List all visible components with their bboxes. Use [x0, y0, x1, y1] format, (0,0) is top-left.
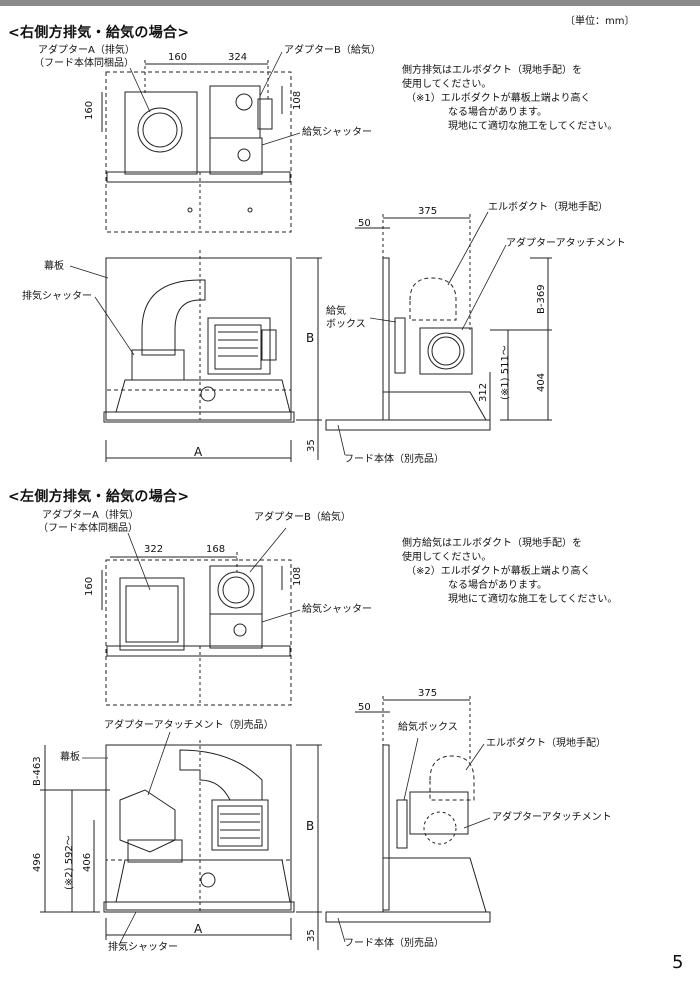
s1-dim-50: 50 [358, 218, 371, 229]
s2-dim-406: 406 [82, 852, 93, 872]
s2-hood-body-label: フード本体（別売品） [344, 938, 444, 949]
s1-adapter-a-sub-label: （フード本体同梱品） [34, 58, 134, 69]
s1-side-view [325, 214, 552, 431]
s2-note-line-2: 使用してください。 [402, 552, 492, 563]
s2-adapter-attachment-label: アダプターアタッチメント [492, 812, 612, 823]
s2-supply-box-label: 給気ボックス [398, 722, 458, 733]
s1-supply-shutter-label: 給気シャッター [302, 127, 372, 138]
s1-note-line-4: なる場合があります。 [448, 107, 547, 118]
s2-dim-b: B [306, 819, 315, 833]
s2-adapter-a-label: アダプターA（排気） [42, 510, 139, 521]
s1-heading: <右側方排気・給気の場合> [8, 25, 190, 41]
s1-dim-160-top: 160 [168, 52, 188, 63]
s2-dim-a: A [194, 922, 203, 936]
s2-dim-160: 160 [84, 576, 95, 596]
s2-exhaust-shutter-label: 排気シャッター [108, 942, 178, 953]
leader-lines [69, 51, 507, 944]
s2-attachment-sold-label: アダプターアタッチメント（別売品） [104, 720, 274, 731]
s1-exhaust-shutter-label: 排気シャッター [22, 291, 92, 302]
s2-side-view [325, 696, 491, 923]
s2-dim-592: (※2) 592〜 [64, 835, 75, 890]
s2-dim-50: 50 [358, 702, 371, 713]
s2-maku-ita-label: 幕板 [60, 752, 80, 763]
s1-dim-324: 324 [228, 52, 248, 63]
s2-supply-shutter-label: 給気シャッター [302, 604, 372, 615]
s2-heading: <左側方排気・給気の場合> [8, 489, 190, 505]
s1-top-view [101, 60, 292, 233]
s2-adapter-b-label: アダプターB（給気） [254, 512, 351, 523]
s2-note-line-3: （※2）エルボダクトが幕板上端より高く [406, 566, 591, 577]
top-rule [0, 0, 700, 6]
s1-note-line-5: 現地にて適切な施工をしてください。 [448, 121, 618, 132]
s2-dim-108: 108 [292, 566, 303, 586]
s2-note-line-5: 現地にて適切な施工をしてください。 [448, 594, 618, 605]
s1-dim-404: 404 [536, 372, 547, 392]
page-number: 5 [672, 952, 684, 973]
s1-dim-b369: B-369 [536, 284, 547, 314]
s2-top-view [101, 552, 292, 706]
s1-elbow-duct-label: エルボダクト（現地手配） [488, 202, 608, 213]
s1-supply-box-label-2: ボックス [326, 319, 366, 330]
s1-dim-108: 108 [292, 90, 303, 110]
s2-adapter-a-sub-label: （フード本体同梱品） [38, 523, 138, 534]
s1-maku-ita-label: 幕板 [44, 261, 64, 272]
s2-dim-b463: B-463 [32, 756, 43, 786]
s1-dim-160-left: 160 [84, 100, 95, 120]
s1-dim-b: B [306, 331, 315, 345]
s1-adapter-a-label: アダプターA（排気） [38, 45, 135, 56]
s1-adapter-b-label: アダプターB（給気） [284, 45, 381, 56]
s2-dim-168: 168 [206, 544, 226, 555]
s1-hood-body-label: フード本体（別売品） [344, 454, 444, 465]
s1-note-line-2: 使用してください。 [402, 79, 492, 90]
s2-dim-35: 35 [306, 929, 317, 942]
s1-dim-35: 35 [306, 439, 317, 452]
s2-note-line-4: なる場合があります。 [448, 580, 547, 591]
s1-front-view [103, 250, 322, 462]
s1-dim-a: A [194, 445, 203, 459]
s2-front-view [40, 740, 322, 950]
s1-note-line-3: （※1）エルボダクトが幕板上端より高く [406, 93, 591, 104]
s2-dim-496: 496 [32, 852, 43, 872]
s1-dim-511: (※1) 511〜 [500, 345, 511, 400]
s2-note-line-1: 側方給気はエルボダクト（現地手配）を [402, 538, 582, 549]
s1-dim-375: 375 [418, 206, 438, 217]
s1-dim-312: 312 [478, 382, 489, 402]
s1-supply-box-label-1: 給気 [326, 306, 346, 317]
s2-dim-375: 375 [418, 688, 438, 699]
s1-adapter-attachment-label: アダプターアタッチメント [506, 238, 626, 249]
s1-note-line-1: 側方排気はエルボダクト（現地手配）を [402, 65, 582, 76]
s2-elbow-duct-label: エルボダクト（現地手配） [486, 738, 606, 749]
s2-dim-322: 322 [144, 544, 164, 555]
unit-label: 〔単位：mm〕 [565, 16, 635, 27]
